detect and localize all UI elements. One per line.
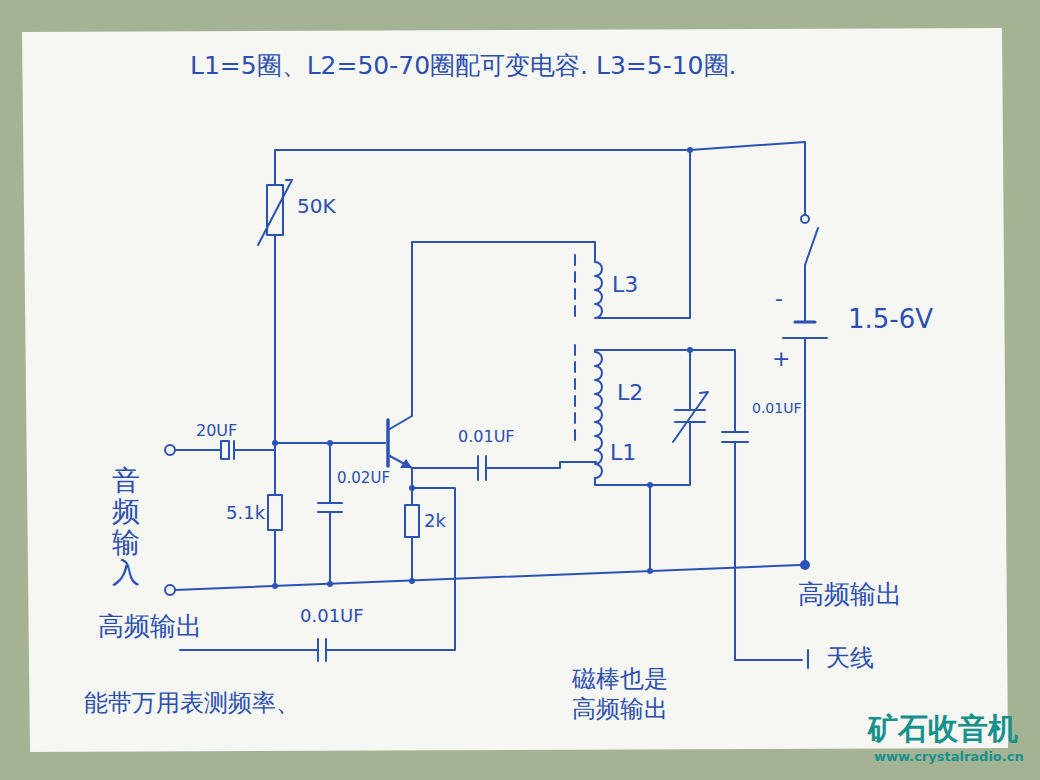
coil-name: L1	[610, 440, 636, 465]
ferrite-rod	[574, 255, 576, 322]
wire	[411, 537, 413, 581]
coil-name: L3	[612, 272, 638, 297]
terminal-note: 高频输出	[798, 580, 902, 610]
terminal-note: 音频输入	[112, 466, 140, 589]
watermark: www.crystalradio.cn	[874, 750, 1024, 765]
junction-dot	[647, 482, 653, 488]
wire	[175, 449, 221, 451]
note: 能带万用表测频率、	[84, 690, 300, 718]
wire	[804, 265, 806, 322]
resistor-symbol	[405, 505, 419, 537]
voltage-value: 1.5-6V	[848, 305, 933, 335]
ferrite-rod	[574, 345, 576, 440]
wire	[329, 443, 331, 503]
switch-contact	[801, 215, 809, 223]
junction-dot	[687, 147, 693, 153]
part-value: 0.01UF	[458, 428, 515, 446]
wire	[234, 449, 275, 451]
capacitor-plate	[325, 639, 327, 661]
wire	[595, 350, 690, 410]
note: 磁棒也是 高频输出	[572, 664, 682, 724]
transistor-base	[386, 420, 390, 466]
terminal	[165, 585, 175, 595]
part-value: 0.02UF	[337, 470, 390, 487]
coil-symbol	[595, 262, 602, 318]
switch-lever	[805, 228, 818, 265]
junction-dot	[327, 581, 333, 587]
wire	[274, 235, 276, 495]
wire	[486, 462, 596, 468]
wire	[735, 442, 802, 660]
wire	[690, 142, 805, 214]
transistor-emitter	[388, 455, 412, 468]
paper-sheet	[22, 28, 1008, 752]
capacitor-plate	[675, 409, 705, 411]
wire	[329, 512, 331, 584]
watermark: 矿石收音机	[868, 712, 1018, 747]
polarity-sign: +	[772, 346, 790, 371]
emitter-arrow	[400, 459, 412, 468]
wire	[412, 467, 478, 469]
junction-dot	[409, 485, 415, 491]
junction-dot	[327, 440, 333, 446]
part-value: 2k	[424, 511, 446, 532]
antenna-label: 天线	[826, 645, 874, 673]
resistor-symbol	[268, 495, 282, 530]
terminal	[165, 445, 175, 455]
variable-capacitor-arrow	[673, 392, 708, 442]
capacitor-plate	[722, 431, 748, 433]
polarity-sign: -	[775, 286, 783, 311]
battery-plate	[795, 321, 815, 324]
wire	[180, 649, 318, 651]
antenna-symbol	[807, 650, 809, 668]
potentiometer-symbol	[267, 185, 283, 235]
junction-dot	[647, 568, 653, 574]
wire	[690, 350, 735, 432]
capacitor-plate	[675, 421, 705, 423]
junction-dot	[272, 440, 278, 446]
terminal	[801, 561, 809, 569]
transistor-collector	[388, 242, 595, 430]
wire	[595, 422, 690, 485]
wire	[649, 485, 651, 571]
title-note: L1=5圈、L2=50-70圈配可变电容. L3=5-10圈.	[190, 52, 736, 81]
coil-symbol	[595, 352, 602, 478]
part-value: 0.01UF	[300, 606, 364, 627]
ground-rail	[175, 565, 800, 590]
wire	[804, 338, 806, 561]
junction-dot	[272, 583, 278, 589]
coil-name: L2	[617, 380, 643, 405]
junction-dot	[409, 578, 415, 584]
electrolytic-capacitor-symbol	[221, 441, 229, 459]
capacitor-plate	[318, 502, 342, 504]
part-value: 5.1k	[226, 503, 265, 524]
capacitor-plate	[477, 456, 479, 480]
wire	[275, 150, 690, 318]
terminal-note: 高频输出	[98, 612, 202, 642]
part-value: 20UF	[196, 422, 237, 440]
part-value: 0.01UF	[752, 400, 801, 416]
junction-dot	[687, 347, 693, 353]
part-value: 50K	[297, 195, 336, 218]
wire	[274, 530, 276, 586]
